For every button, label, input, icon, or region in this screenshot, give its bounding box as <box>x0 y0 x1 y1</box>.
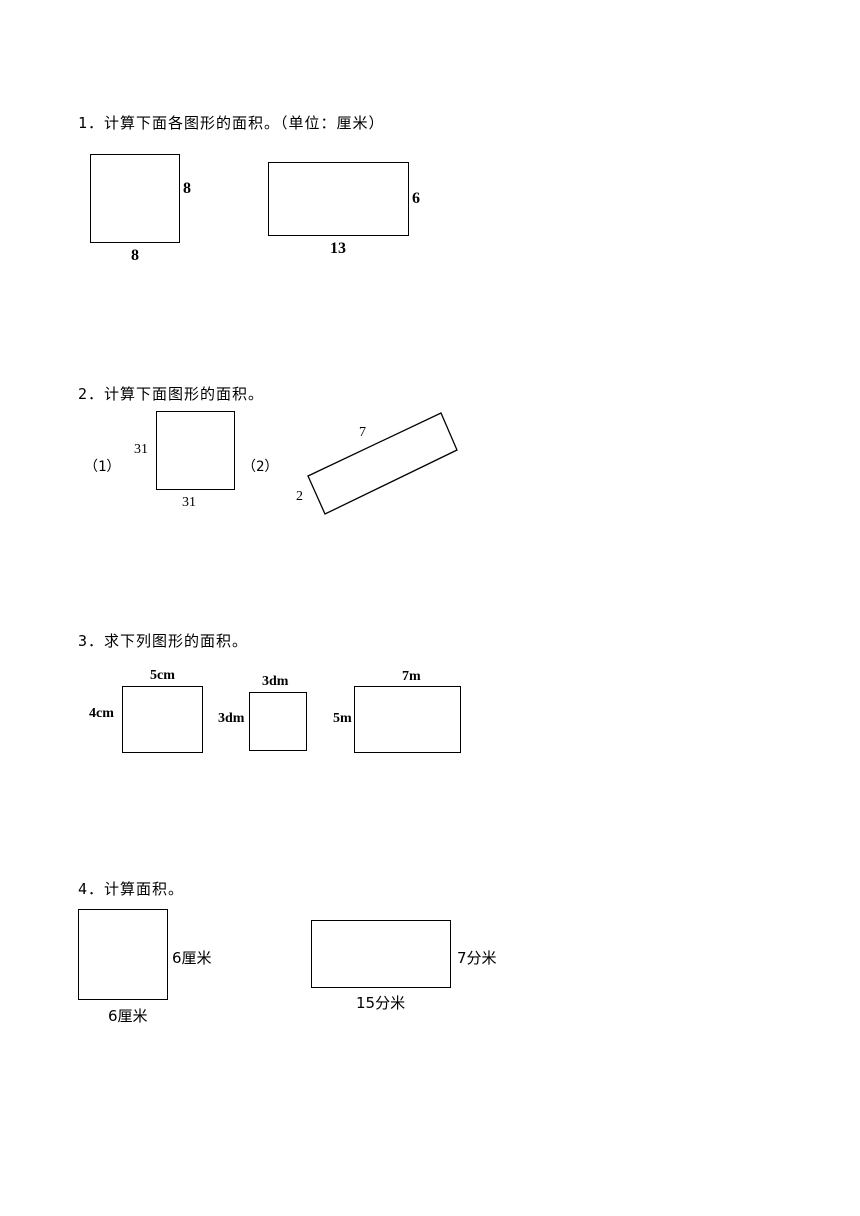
q3-square <box>249 692 307 751</box>
q1-rectangle-bottom-label: 13 <box>330 240 346 257</box>
q2-square-side-label: 31 <box>134 442 148 457</box>
q3-rect2-side-label: 5m <box>333 711 352 726</box>
q4-rectangle-bottom-label: 15分米 <box>356 994 406 1012</box>
q1-square-bottom-label: 8 <box>131 247 139 264</box>
q3-rectangle-1 <box>122 686 203 753</box>
q3-square-top-label: 3dm <box>262 674 289 689</box>
question-2-title: 2．计算下面图形的面积。 <box>78 385 265 403</box>
q2-tilted-short-label: 2 <box>296 489 303 504</box>
q4-rectangle-side-label: 7分米 <box>457 949 497 967</box>
q1-square-side-label: 8 <box>183 180 191 197</box>
q3-rect1-top-label: 5cm <box>150 668 175 683</box>
q2-part2-label: （2） <box>242 459 279 475</box>
q3-rect1-side-label: 4cm <box>89 706 114 721</box>
q4-square-bottom-label: 6厘米 <box>108 1007 148 1025</box>
q1-rectangle-side-label: 6 <box>412 190 420 207</box>
q3-rect2-top-label: 7m <box>402 669 421 684</box>
q2-square <box>156 411 235 490</box>
q3-square-side-label: 3dm <box>218 711 245 726</box>
question-3-title: 3．求下列图形的面积。 <box>78 632 249 650</box>
q4-rectangle <box>311 920 451 988</box>
q2-tilted-long-label: 7 <box>359 425 366 440</box>
q1-rectangle <box>268 162 409 236</box>
question-4-title: 4．计算面积。 <box>78 880 185 898</box>
q4-square-side-label: 6厘米 <box>172 949 212 967</box>
q2-square-bottom-label: 31 <box>182 495 196 510</box>
q3-rectangle-2 <box>354 686 461 753</box>
question-1-title: 1．计算下面各图形的面积。（单位：厘米） <box>78 114 385 132</box>
q1-square <box>90 154 180 243</box>
q2-part1-label: （1） <box>84 459 121 475</box>
q4-square <box>78 909 168 1000</box>
